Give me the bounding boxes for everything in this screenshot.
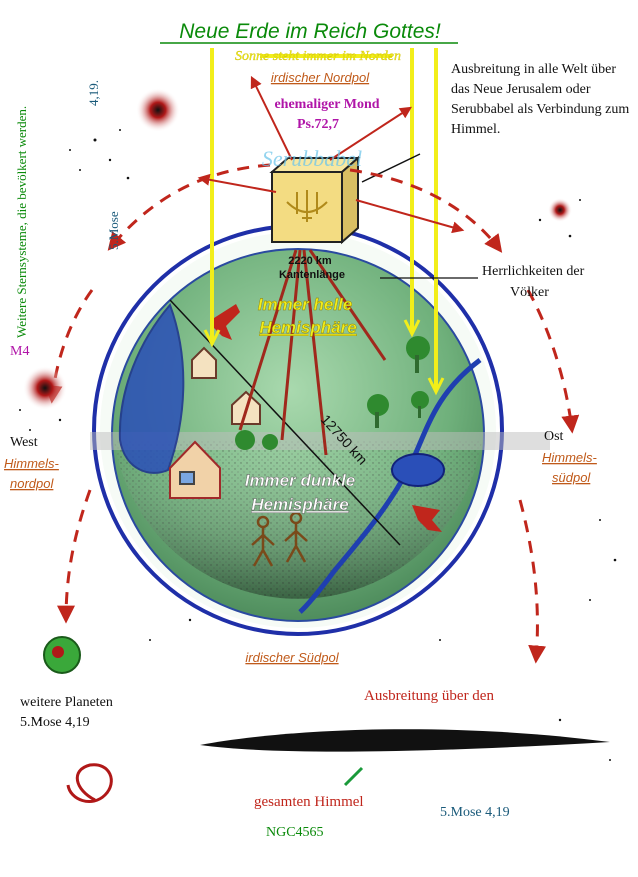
more-planets-line2: 5.Mose 4,19 <box>20 715 90 730</box>
galaxy-spiral <box>66 763 113 803</box>
expansion-heaven-line1: Ausbreitung über den <box>364 688 494 704</box>
horizon-band <box>90 432 550 450</box>
mose-ref-vertical-1: 5.Mose <box>106 211 121 250</box>
page-title: Neue Erde im Reich Gottes! <box>179 20 441 43</box>
expansion-world-text: Ausbreitung in alle Welt über das Neue J… <box>451 62 630 137</box>
more-planets-line1: weitere Planeten <box>20 695 113 710</box>
psalm-ref: Ps.72,7 <box>297 117 339 132</box>
east-label: Ost <box>544 429 564 444</box>
glories-line2: Völker <box>510 285 549 300</box>
serubbabel-label: Serubbabel <box>262 146 362 171</box>
edge-length-label: Kantenlänge <box>279 269 345 281</box>
river <box>298 358 482 614</box>
new-jerusalem-cube <box>269 155 361 245</box>
sun-beams <box>203 48 445 396</box>
rays-to-sky <box>197 75 465 234</box>
lake <box>391 453 445 487</box>
celestial-north-line1: Himmels- <box>4 456 60 471</box>
star-systems <box>19 88 617 761</box>
ngc-arrow <box>343 766 364 787</box>
m4-label: M4 <box>10 344 29 359</box>
edge-length-value: 2220 km <box>288 255 332 267</box>
dark-hemisphere-line1: Immer dunkle <box>245 471 356 490</box>
bright-hemisphere-line1: Immer helle <box>258 295 353 314</box>
ngc-edge-on-galaxy <box>200 729 610 752</box>
mose-ref-vertical-2: 4,19. <box>86 80 101 106</box>
ngc-label: NGC4565 <box>266 825 324 840</box>
planet-green <box>43 636 81 674</box>
ocean-west <box>118 303 185 474</box>
south-pole-label: irdischer Südpol <box>245 650 339 665</box>
people <box>251 511 308 567</box>
cube-pointer <box>361 153 421 183</box>
north-pole-label: irdischer Nordpol <box>271 70 370 85</box>
mose-ref-bottom: 5.Mose 4,19 <box>440 805 510 820</box>
aircraft-west <box>214 304 240 340</box>
dark-hemisphere-line2: Hemisphäre <box>251 495 348 514</box>
former-moon-label: ehemaliger Mond <box>274 97 379 112</box>
expansion-heaven-line2: gesamten Himmel <box>254 794 364 810</box>
expansion-arcs <box>44 163 580 664</box>
aircraft-east <box>412 505 442 532</box>
celestial-south-line1: Himmels- <box>542 450 598 465</box>
bright-hemisphere-line2: Hemisphäre <box>259 318 356 337</box>
celestial-south-line2: südpol <box>552 470 591 485</box>
glories-line1: Herrlichkeiten der <box>482 264 585 279</box>
star-systems-vertical: Weitere Sternsysteme, die bevölkert werd… <box>14 106 29 338</box>
west-label: West <box>10 435 38 450</box>
celestial-north-line2: nordpol <box>10 476 54 491</box>
trees <box>235 336 430 450</box>
sun-north-caption: Sonne steht immer im Norden <box>235 49 401 64</box>
rays-into-earth <box>238 249 387 456</box>
